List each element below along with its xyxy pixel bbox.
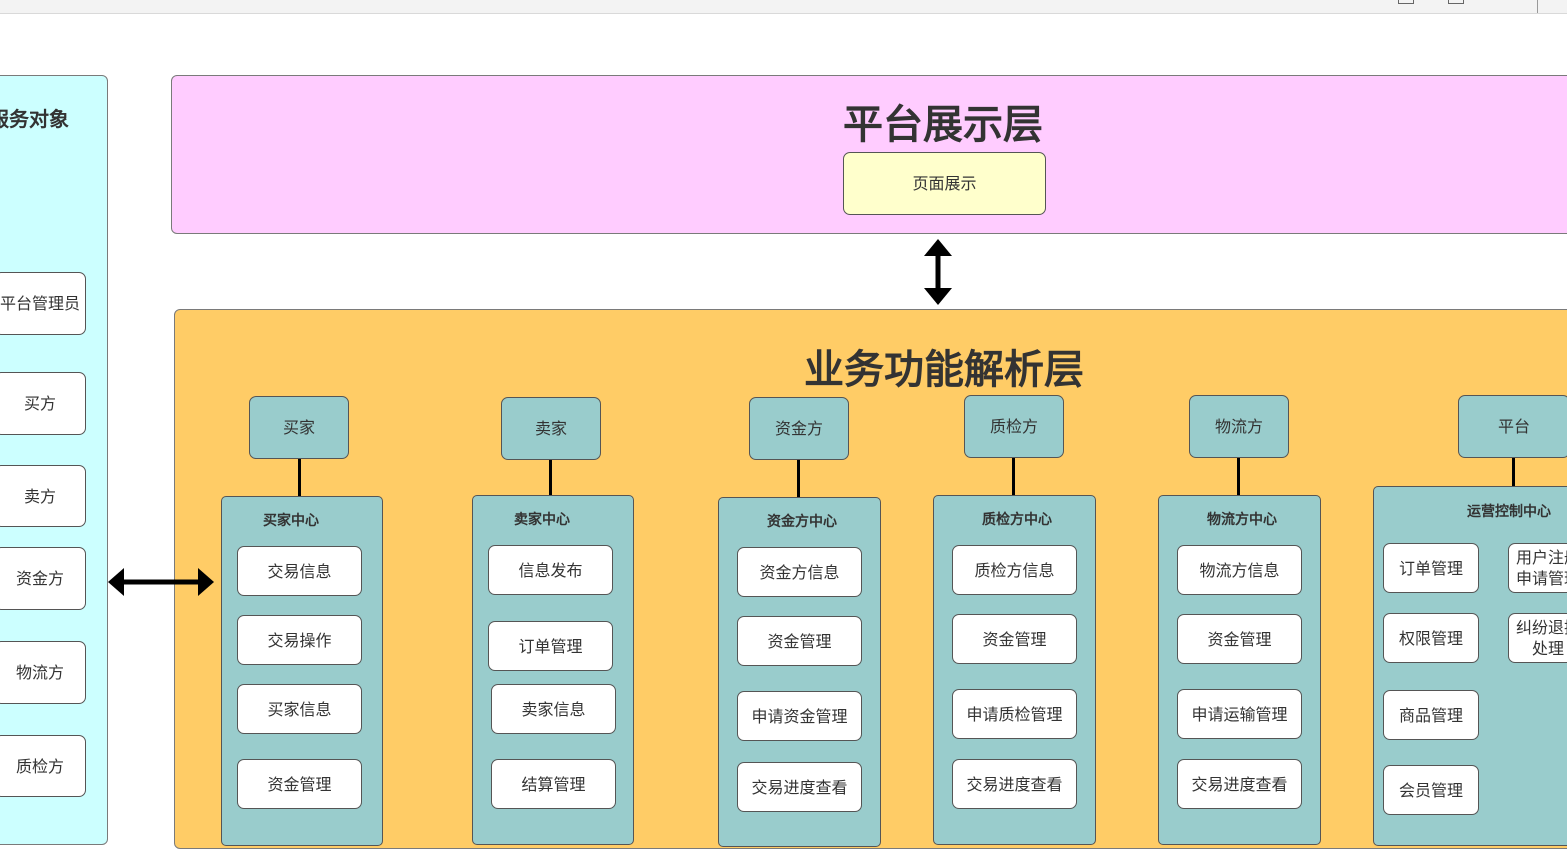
connector-line: [549, 460, 552, 496]
double-arrow-vertical: [924, 239, 952, 305]
function-box[interactable]: 订单管理: [1383, 543, 1479, 593]
presentation-layer-title: 平台展示层: [843, 102, 1043, 148]
role-box-logistics[interactable]: 物流方: [1189, 395, 1289, 458]
function-box[interactable]: 资金方信息: [737, 547, 862, 597]
function-box[interactable]: 卖家信息: [491, 684, 616, 734]
function-box[interactable]: 交易进度查看: [1177, 759, 1302, 809]
function-box[interactable]: 申请资金管理: [737, 691, 862, 741]
function-box[interactable]: 交易信息: [237, 546, 362, 596]
function-box[interactable]: 商品管理: [1383, 690, 1479, 740]
role-box-platform[interactable]: 平台: [1458, 395, 1567, 458]
connector-line: [1012, 458, 1015, 496]
function-box[interactable]: 申请质检管理: [952, 689, 1077, 739]
service-item-inspector[interactable]: 质检方: [0, 735, 86, 797]
function-box[interactable]: 信息发布: [488, 545, 613, 595]
role-box-buyer[interactable]: 买家: [249, 396, 349, 459]
function-box[interactable]: 会员管理: [1383, 765, 1479, 815]
function-box[interactable]: 资金管理: [1177, 614, 1302, 664]
function-box[interactable]: 交易进度查看: [737, 762, 862, 812]
seller-center-label: 卖家中心: [514, 512, 570, 528]
function-box[interactable]: 资金管理: [737, 616, 862, 666]
restore-icon[interactable]: [1448, 0, 1464, 4]
connector-line: [797, 460, 800, 498]
service-item-seller[interactable]: 卖方: [0, 465, 86, 527]
function-box[interactable]: 资金管理: [952, 614, 1077, 664]
business-layer-title: 业务功能解析层: [804, 347, 1084, 393]
logistics-center-label: 物流方中心: [1207, 512, 1277, 528]
function-box[interactable]: 交易进度查看: [952, 759, 1077, 809]
function-box[interactable]: 权限管理: [1383, 613, 1479, 663]
window-top-bar: [0, 0, 1567, 14]
function-box[interactable]: 物流方信息: [1177, 545, 1302, 595]
buyer-center-label: 买家中心: [263, 513, 319, 529]
service-objects-panel: 服务对象: [0, 75, 108, 845]
connector-line: [298, 459, 301, 497]
operations-center-label: 运营控制中心: [1467, 504, 1551, 520]
function-box[interactable]: 买家信息: [237, 684, 362, 734]
service-item-buyer[interactable]: 买方: [0, 372, 86, 435]
service-item-admin[interactable]: 平台管理员: [0, 272, 86, 335]
function-box[interactable]: 质检方信息: [952, 545, 1077, 595]
service-item-logistics[interactable]: 物流方: [0, 641, 86, 704]
service-item-funder[interactable]: 资金方: [0, 547, 86, 610]
connector-line: [1512, 458, 1515, 486]
inspector-center-label: 质检方中心: [982, 512, 1052, 528]
function-box[interactable]: 资金管理: [237, 759, 362, 809]
role-box-funder[interactable]: 资金方: [749, 397, 849, 460]
function-box[interactable]: 纠纷退换处理: [1508, 613, 1567, 663]
connector-line: [1237, 458, 1240, 496]
toolbar-divider: [1537, 0, 1538, 13]
function-box[interactable]: 申请运输管理: [1177, 689, 1302, 739]
function-box[interactable]: 用户注册申请管理: [1508, 543, 1567, 593]
role-box-inspector[interactable]: 质检方: [964, 395, 1064, 458]
minimize-icon[interactable]: [1398, 0, 1414, 4]
funder-center-label: 资金方中心: [767, 514, 837, 530]
double-arrow-horizontal: [108, 568, 214, 596]
function-box[interactable]: 结算管理: [491, 759, 616, 809]
function-box[interactable]: 订单管理: [488, 621, 613, 671]
page-display-box[interactable]: 页面展示: [843, 152, 1046, 215]
function-box[interactable]: 交易操作: [237, 615, 362, 665]
role-box-seller[interactable]: 卖家: [501, 397, 601, 460]
service-objects-title: 服务对象: [0, 107, 69, 131]
